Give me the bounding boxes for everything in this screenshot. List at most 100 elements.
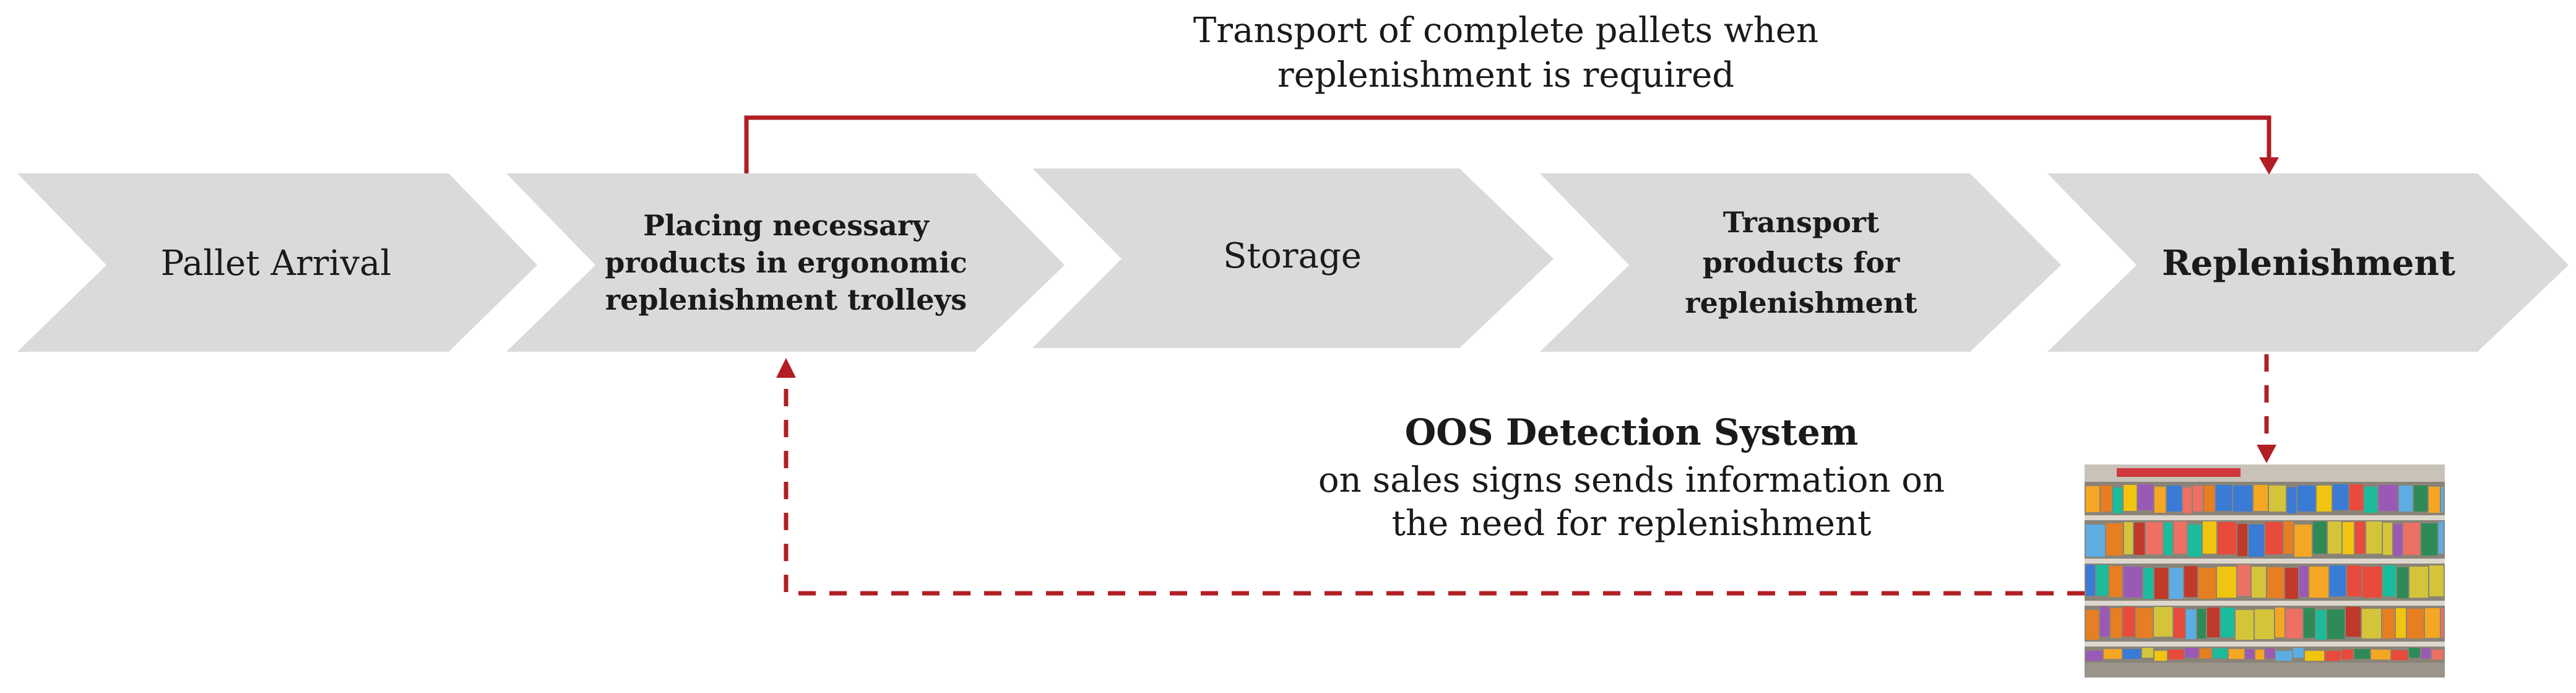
shelf-product-pack xyxy=(2379,485,2398,511)
shelf-product-pack xyxy=(2397,567,2408,598)
shelf-product-pack xyxy=(2186,609,2196,639)
top-flow-label-line-1: Transport of complete pallets when xyxy=(1193,11,1818,51)
shelf-product-pack xyxy=(2188,525,2202,557)
step-replenishment-label: Replenishment xyxy=(2162,243,2455,284)
shelf-product-pack xyxy=(2399,486,2413,512)
shelf-product-pack xyxy=(2236,610,2254,640)
shelf-product-pack xyxy=(2286,609,2302,639)
shelf-product-pack xyxy=(2252,567,2266,598)
shelf-product-pack xyxy=(2198,568,2216,599)
shelf-product-pack xyxy=(2193,486,2203,512)
step-placing-shape xyxy=(506,173,1065,352)
shelf-product-pack xyxy=(2155,651,2167,661)
shelf-product-pack xyxy=(2275,608,2284,637)
shelf-product-pack xyxy=(2216,485,2232,511)
shelf-product-pack xyxy=(2299,566,2308,597)
shelf-product-pack xyxy=(2197,609,2206,639)
shelf-product-pack xyxy=(2255,609,2274,639)
shelf-product-pack xyxy=(2267,567,2284,598)
step-transport-label-line-2: products for xyxy=(1703,246,1900,279)
shelf-product-pack xyxy=(2249,525,2264,557)
shelf-product-pack xyxy=(2237,565,2250,596)
step-placing-label-line-3: replenishment trolleys xyxy=(605,283,967,316)
shelf-product-pack xyxy=(2113,487,2122,513)
shelf-product-pack xyxy=(2392,650,2408,660)
shelf-product-pack xyxy=(2349,484,2363,510)
step-transport-shape xyxy=(1540,173,2061,352)
shelf-product-pack xyxy=(2383,565,2396,596)
shelf-product-pack xyxy=(2086,565,2095,596)
shelf-product-pack xyxy=(2276,651,2292,661)
shelf-product-pack xyxy=(2254,485,2268,511)
shelf-product-pack xyxy=(2143,568,2153,599)
step-pallet-arrival-shape xyxy=(17,173,537,352)
shelf-product-pack xyxy=(2410,567,2428,598)
shelf-product-pack xyxy=(2123,649,2141,659)
shelf-product-pack xyxy=(2184,566,2197,597)
step-transport-label-line-1: Transport xyxy=(1723,206,1880,239)
shelf-product-pack xyxy=(2309,567,2328,598)
shelf-product-pack xyxy=(2265,648,2275,658)
pallet-transport-arrowhead xyxy=(2259,157,2279,175)
shelf-product-pack xyxy=(2086,525,2105,557)
shelf-product-pack xyxy=(2221,608,2234,637)
shelf-product-pack xyxy=(2174,521,2187,554)
shelf-product-pack xyxy=(2183,487,2192,513)
shelf-product-pack xyxy=(2421,523,2437,556)
shelf-product-pack xyxy=(2285,568,2298,599)
shelf-product-pack xyxy=(2366,521,2382,554)
shelf-product-pack xyxy=(2421,648,2431,658)
shelf-product-pack xyxy=(2328,521,2341,554)
top-flow-label-line-2: replenishment is required xyxy=(1277,55,1734,95)
step-replenishment-shape xyxy=(2047,173,2569,352)
shelf-product-pack xyxy=(2330,565,2346,596)
shelf-product-pack xyxy=(2269,486,2286,512)
shelf-product-pack xyxy=(2142,648,2153,658)
shelf-product-pack xyxy=(2155,487,2166,513)
shelf-product-pack xyxy=(2109,566,2122,597)
shelf-product-pack xyxy=(2403,523,2420,555)
shelf-product-pack xyxy=(2441,608,2444,638)
pallet-transport-arrow-line xyxy=(744,115,2271,173)
shelf-product-pack xyxy=(2382,609,2395,639)
shelf-product-pack xyxy=(2203,521,2216,554)
step-pallet-arrival-label: Pallet Arrival xyxy=(161,243,392,284)
shelf-product-pack xyxy=(2138,484,2153,510)
shelf-product-pack xyxy=(2364,487,2377,513)
shelf-product-pack xyxy=(2409,648,2420,658)
shelf-product-pack xyxy=(2355,521,2365,554)
shelf-product-pack xyxy=(2167,486,2182,512)
shelf-product-pack xyxy=(2213,648,2228,658)
shelf-product-pack xyxy=(2086,486,2099,512)
shelf-product-pack xyxy=(2297,486,2315,512)
shelf-product-pack xyxy=(2134,523,2145,555)
shelf-product-pack xyxy=(2136,608,2153,638)
shelf-product-pack xyxy=(2237,524,2247,556)
shelf-product-pack xyxy=(2304,608,2315,638)
shelf-product-pack xyxy=(2096,565,2108,596)
shelf-product-pack xyxy=(2313,521,2327,554)
step-placing-label-line-2: products in ergonomic xyxy=(605,246,967,279)
shelf-product-pack xyxy=(2169,568,2183,599)
shelf-product-pack xyxy=(2432,650,2444,660)
shelf-product-pack xyxy=(2104,649,2122,659)
shelf-product-pack xyxy=(2218,522,2236,554)
shelf-product-pack xyxy=(2362,609,2381,639)
shelf-product-pack xyxy=(2207,608,2219,637)
shelf-product-pack xyxy=(2086,610,2099,640)
shelf-product-pack xyxy=(2341,650,2353,660)
shelf-product-pack xyxy=(2439,521,2444,554)
shelf-product-pack xyxy=(2407,609,2424,639)
shelf-product-pack xyxy=(2383,523,2392,555)
oos-title: OOS Detection System xyxy=(1405,411,1859,453)
shelf-product-pack xyxy=(2317,486,2332,512)
shelf-product-pack xyxy=(2441,487,2444,513)
shelf-product-pack xyxy=(2287,487,2296,513)
shelf-product-pack xyxy=(2325,651,2340,661)
shelf-product-pack xyxy=(2185,648,2198,658)
shelf-product-pack xyxy=(2429,487,2440,513)
shelf-product-pack xyxy=(2168,650,2184,660)
shelf-product-pack xyxy=(2200,648,2211,658)
shelf-product-pack xyxy=(2123,607,2135,637)
shelf-product-pack xyxy=(2111,608,2122,638)
